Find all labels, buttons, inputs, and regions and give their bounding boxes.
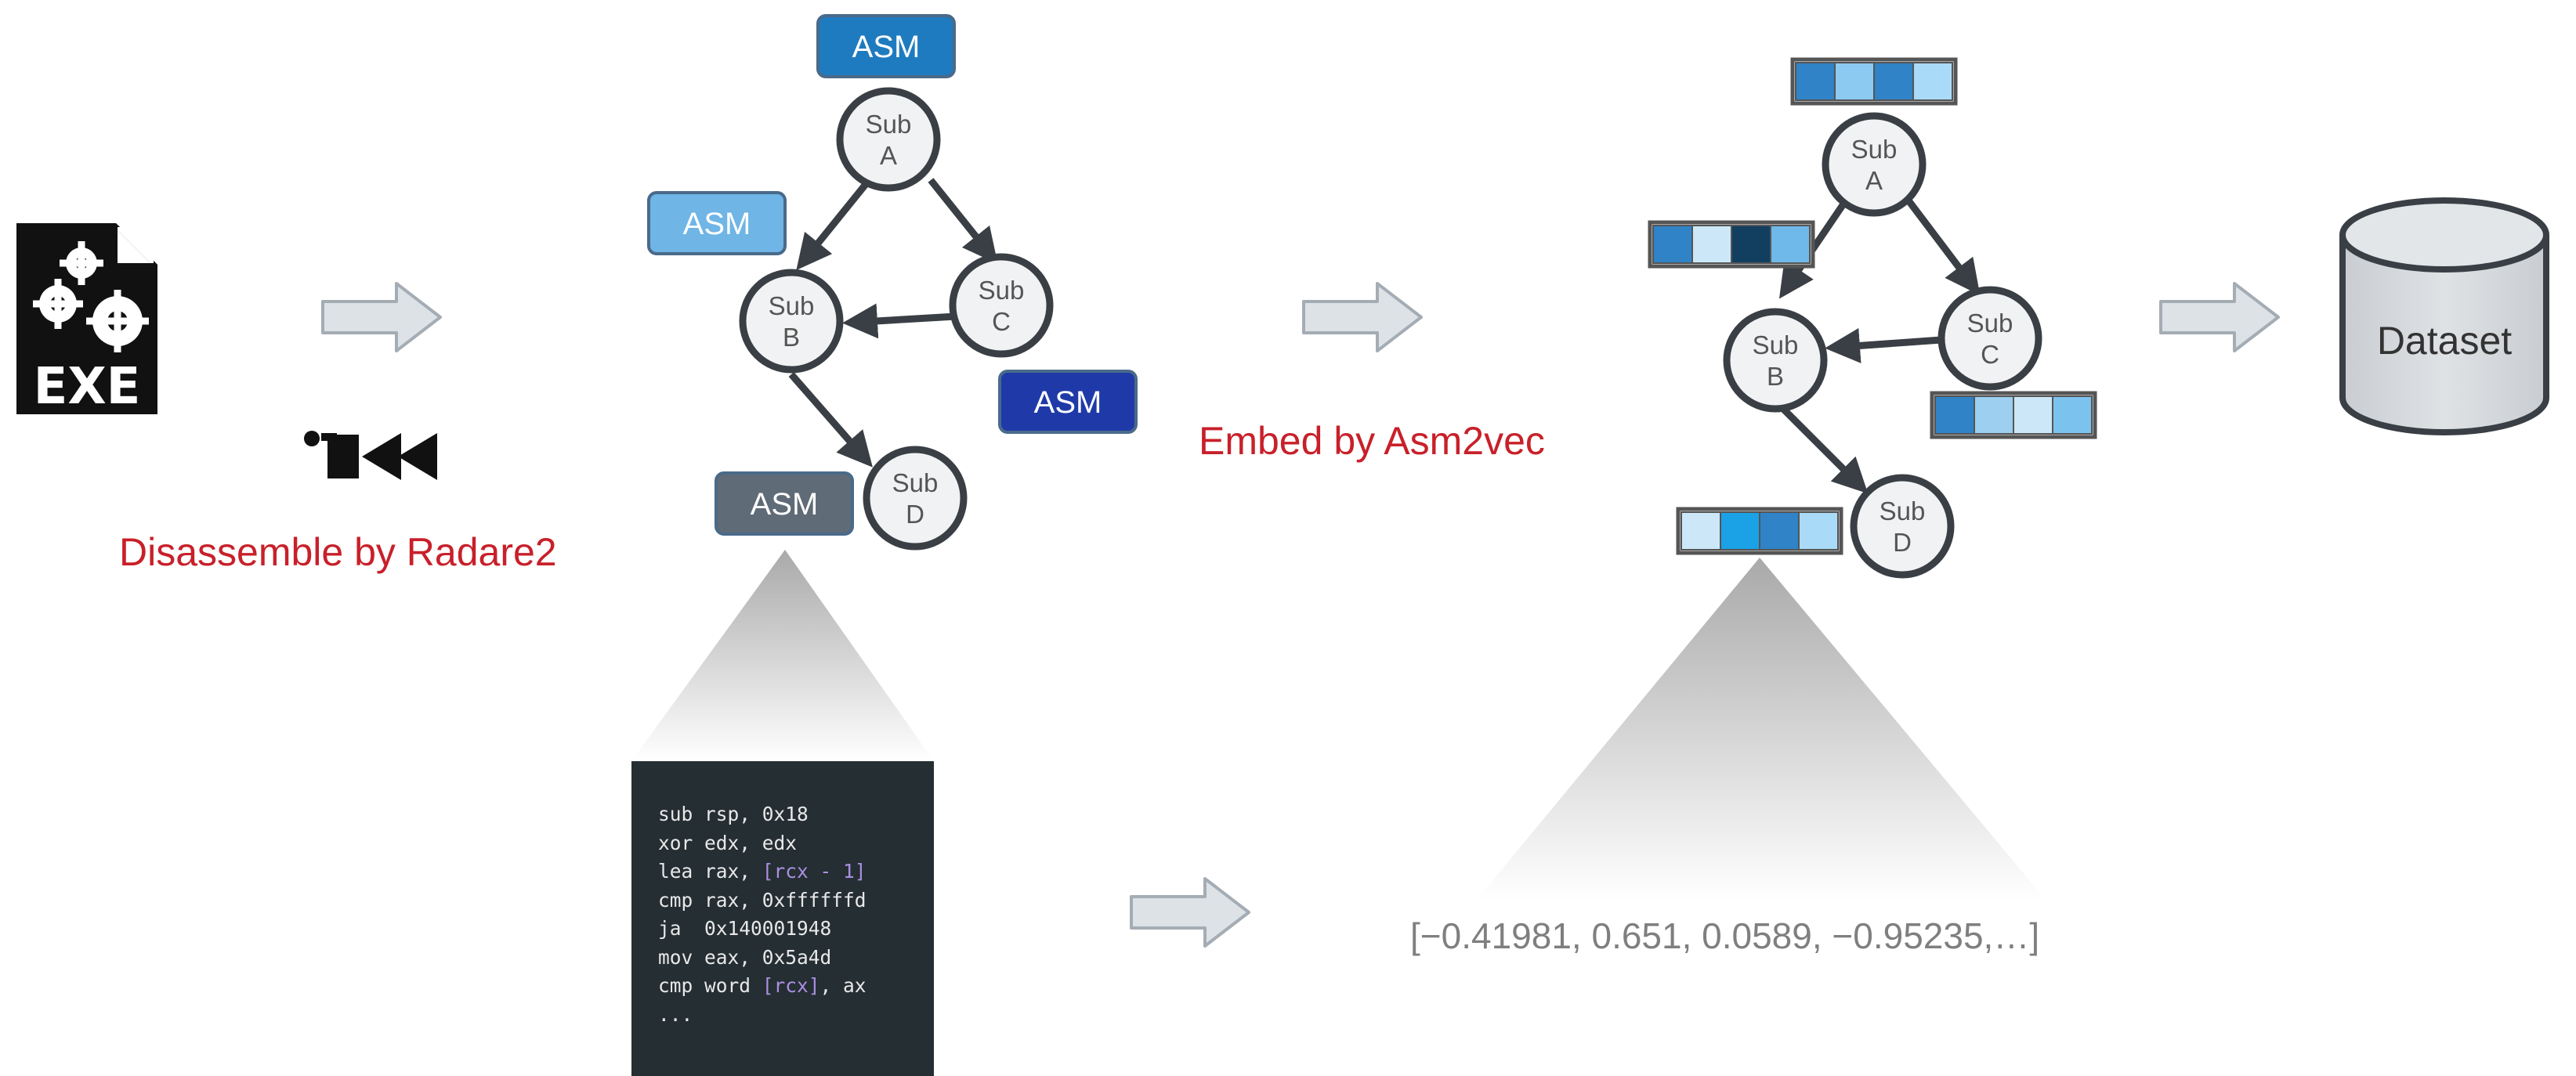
node-label: Sub xyxy=(1880,496,1926,525)
node-label: Sub xyxy=(1851,135,1898,164)
database-cylinder-icon: Dataset xyxy=(2339,197,2549,435)
exe-label: EXE xyxy=(34,358,141,416)
embedding-cell xyxy=(1652,225,1693,264)
embedding-cell xyxy=(2052,395,2093,435)
node-label: Sub xyxy=(1753,330,1799,359)
node-label: B xyxy=(1767,362,1784,391)
arrow-right-icon xyxy=(2159,282,2280,352)
graph-edge xyxy=(788,372,873,468)
code-line: cmp rax, 0xffffffd xyxy=(658,888,867,912)
graph-edge xyxy=(1825,327,1942,363)
zoom-cone xyxy=(1476,558,2046,901)
graph-edge xyxy=(1905,198,1981,296)
asm-badge-label: ASM xyxy=(683,207,751,241)
node-label: Sub xyxy=(1967,309,2013,338)
code-line: sub rsp, 0x18 xyxy=(658,803,809,825)
embedding-cell xyxy=(1691,225,1732,264)
node-label: Sub xyxy=(866,110,912,139)
embedding-cell xyxy=(1759,511,1800,551)
asm-badge: ASM xyxy=(647,191,787,255)
asm-badge: ASM xyxy=(998,370,1138,434)
code-line: ja 0x140001948 xyxy=(658,917,832,940)
graph-edge xyxy=(796,181,870,271)
assembly-code-panel: sub rsp, 0x18 xor edx, edx lea rax, [rcx -… xyxy=(631,761,934,1076)
node-label: D xyxy=(906,500,924,529)
graph-edge xyxy=(928,178,998,265)
node-label: C xyxy=(1981,340,1999,369)
embedding-cell xyxy=(1873,62,1914,101)
dataset-label: Dataset xyxy=(2377,319,2512,363)
node-label: D xyxy=(1893,528,1912,557)
asm-badge: ASM xyxy=(816,14,956,78)
disassemble-label: Disassemble by Radare2 xyxy=(119,530,557,574)
embedding-cell xyxy=(1720,511,1760,551)
code-line: cmp word [rcx], ax xyxy=(658,974,867,997)
arrow-right-icon xyxy=(1302,282,1423,352)
code-line: ... xyxy=(658,1002,693,1026)
embedding-vector-d xyxy=(1676,507,1843,555)
radare2-logo-icon xyxy=(298,423,454,481)
asm-badge-label: ASM xyxy=(751,487,819,522)
node-label: Sub xyxy=(769,291,815,320)
embedding-cell xyxy=(1912,62,1953,101)
embedding-vector-b xyxy=(1648,220,1815,269)
embedding-cell xyxy=(1974,395,2014,435)
embedding-vector: [−0.41981, 0.651, 0.0589, −0.95235,…] xyxy=(1410,915,2040,956)
embedding-cell xyxy=(1681,511,1721,551)
asm-badge-label: ASM xyxy=(852,30,921,64)
embedding-cell xyxy=(1795,62,1836,101)
graph-edge xyxy=(1771,396,1869,494)
embedding-vector-a xyxy=(1790,57,1958,106)
asm-badge: ASM xyxy=(715,471,854,536)
node-label: A xyxy=(1865,166,1883,195)
embed-label: Embed by Asm2vec xyxy=(1199,419,1545,463)
code-line: mov eax, 0x5a4d xyxy=(658,945,832,969)
arrow-right-icon xyxy=(321,282,442,352)
zoom-cone xyxy=(631,550,934,761)
graph-edge xyxy=(842,303,957,339)
embedding-vector-c xyxy=(1930,391,2097,439)
embedding-cell xyxy=(2013,395,2053,435)
embedding-cell xyxy=(1934,395,1975,435)
code-line: xor edx, edx xyxy=(658,831,798,854)
exe-file-icon: EXE xyxy=(16,223,157,416)
asm-badge-label: ASM xyxy=(1034,385,1102,420)
node-label: Sub xyxy=(892,468,939,497)
embedding-cell xyxy=(1731,225,1771,264)
embedding-cell xyxy=(1770,225,1811,264)
node-label: Sub xyxy=(979,276,1025,305)
arrow-right-icon xyxy=(1130,877,1250,948)
node-label: A xyxy=(880,141,897,170)
node-label: B xyxy=(783,323,800,352)
code-line: lea rax, [rcx - 1] xyxy=(658,860,867,883)
embedding-cell xyxy=(1834,62,1875,101)
node-label: C xyxy=(992,307,1011,336)
embedding-cell xyxy=(1798,511,1839,551)
